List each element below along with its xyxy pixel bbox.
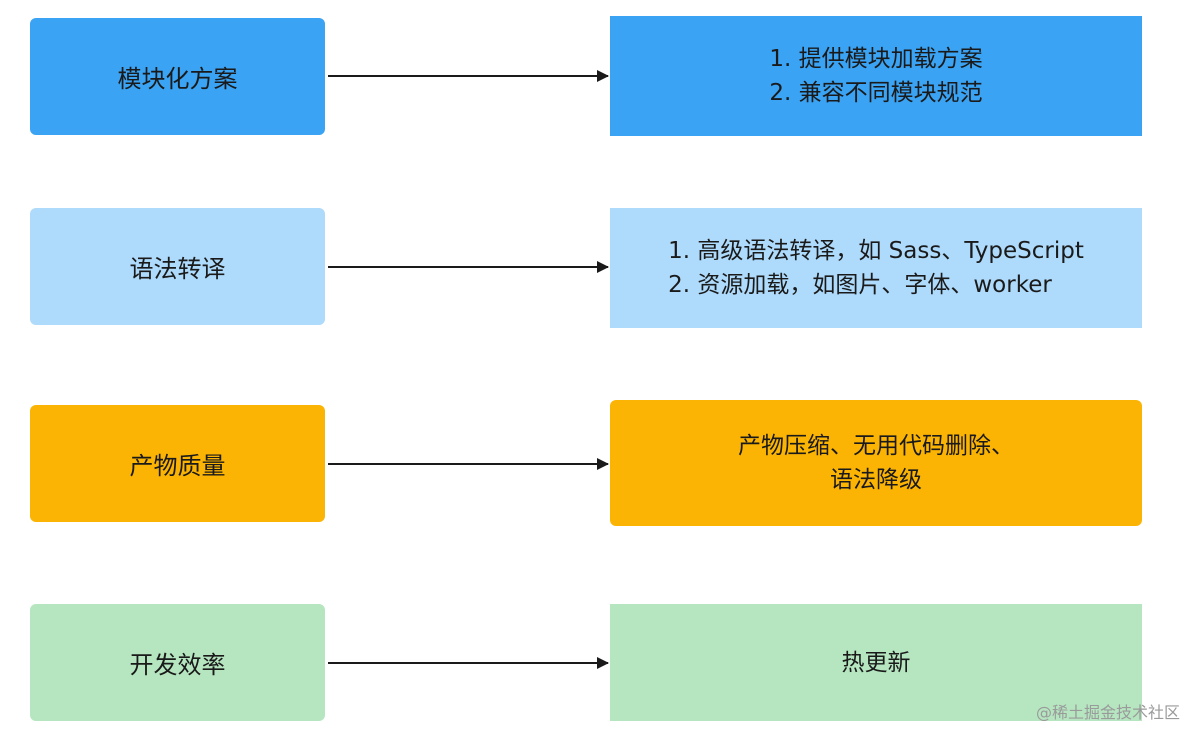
right-box-line: 热更新	[841, 649, 911, 676]
left-box-modularization: 模块化方案	[30, 18, 325, 135]
right-box-line: 产物压缩、无用代码删除、	[738, 433, 1014, 459]
right-box-line: 1. 提供模块加载方案	[769, 46, 983, 72]
left-box-output-quality: 产物质量	[30, 405, 325, 522]
right-box-text: 热更新	[842, 646, 911, 680]
left-box-label: 产物质量	[129, 452, 226, 480]
left-box-label: 语法转译	[129, 255, 226, 283]
left-box-syntax-transpile: 语法转译	[30, 208, 325, 325]
right-box-line: 语法降级	[830, 467, 922, 493]
right-box-line: 1. 高级语法转译，如 Sass、TypeScript	[668, 238, 1084, 264]
left-box-dev-efficiency: 开发效率	[30, 604, 325, 721]
left-box-label: 开发效率	[129, 651, 226, 679]
right-box-line: 2. 兼容不同模块规范	[769, 80, 983, 106]
right-box-text: 1. 提供模块加载方案 2. 兼容不同模块规范	[769, 42, 982, 110]
left-box-label: 模块化方案	[117, 65, 238, 93]
right-box-syntax-transpile: 1. 高级语法转译，如 Sass、TypeScript 2. 资源加载，如图片、…	[610, 208, 1142, 328]
right-box-text: 1. 高级语法转译，如 Sass、TypeScript 2. 资源加载，如图片、…	[668, 234, 1084, 302]
right-box-dev-efficiency: 热更新	[610, 604, 1142, 721]
right-box-line: 2. 资源加载，如图片、字体、worker	[668, 272, 1052, 298]
right-box-modularization: 1. 提供模块加载方案 2. 兼容不同模块规范	[610, 16, 1142, 136]
right-box-output-quality: 产物压缩、无用代码删除、 语法降级	[610, 400, 1142, 526]
right-box-text: 产物压缩、无用代码删除、 语法降级	[738, 429, 1014, 497]
watermark: @稀土掘金技术社区	[1035, 703, 1180, 722]
